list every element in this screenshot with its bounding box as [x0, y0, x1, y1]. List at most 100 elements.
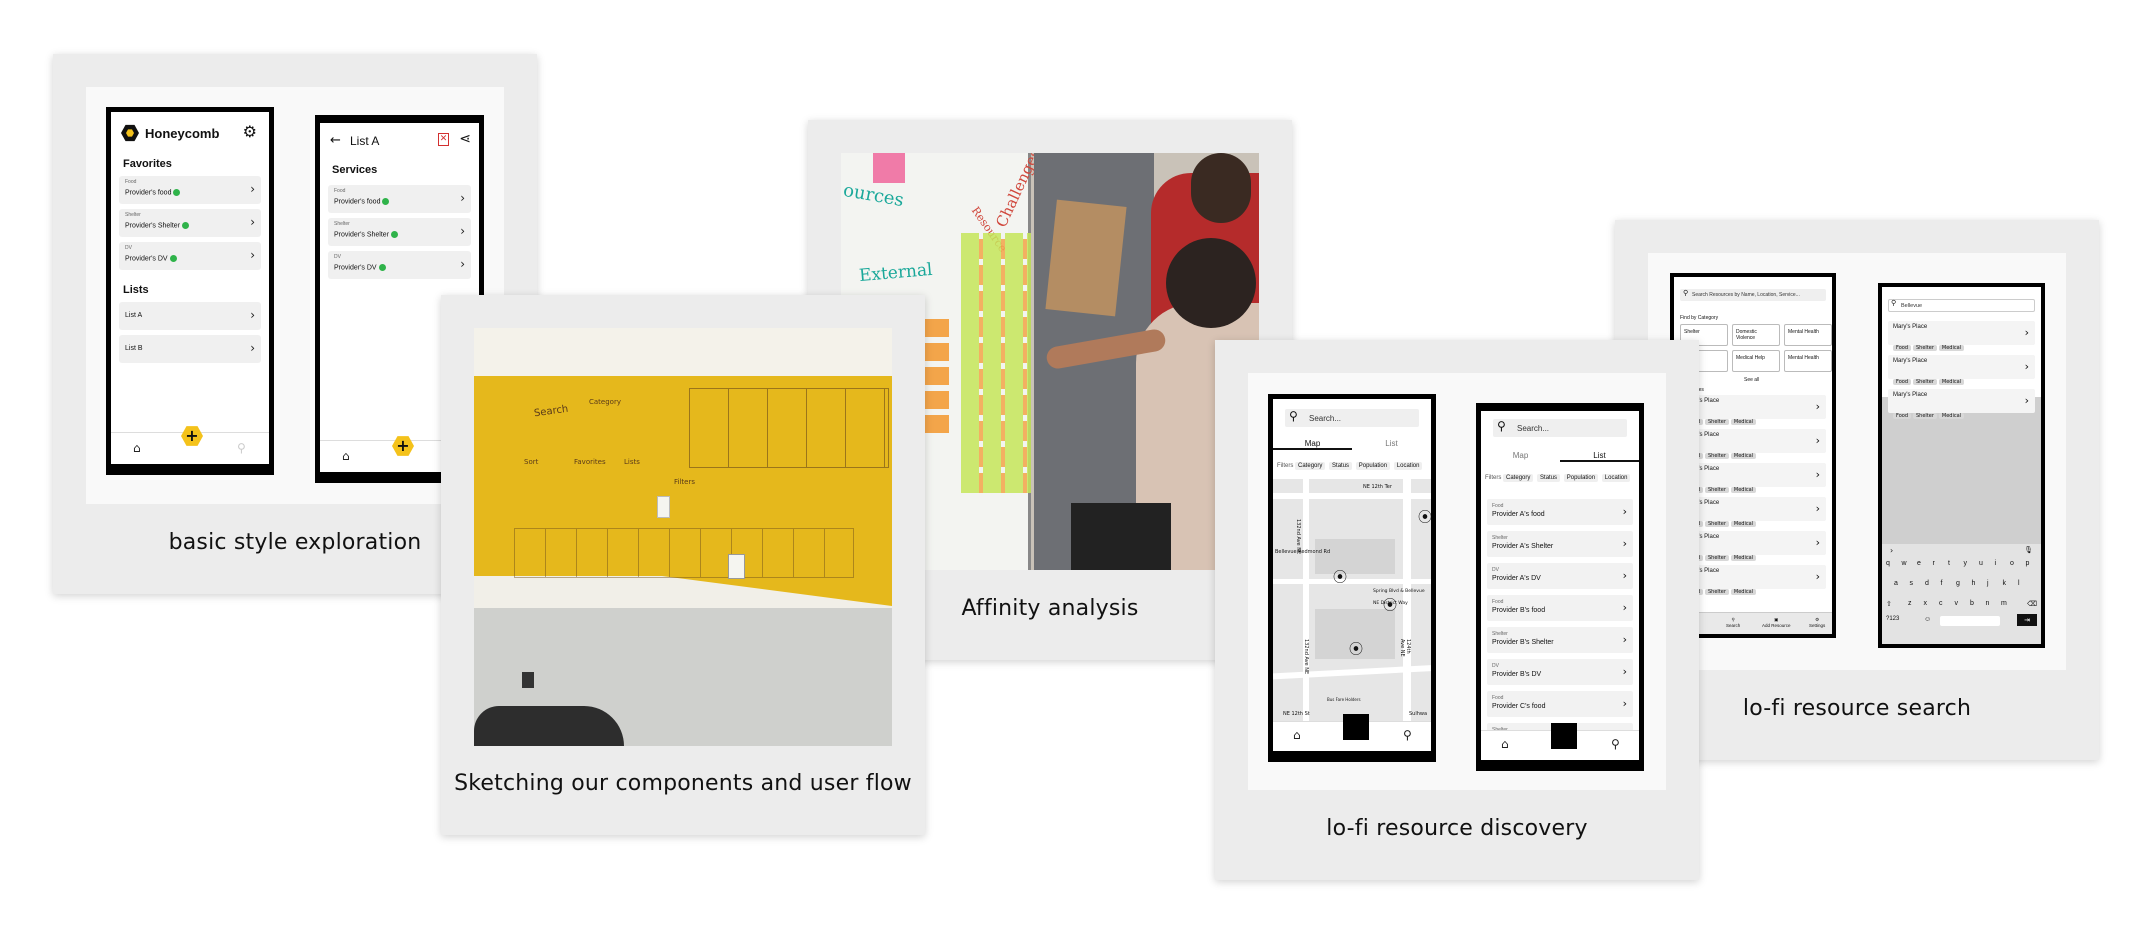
share-icon[interactable]: ⋖ — [459, 131, 471, 147]
search-input[interactable]: Search... — [1493, 419, 1627, 437]
search-query-input[interactable]: Bellevue — [1888, 299, 2035, 312]
search-icon[interactable]: ⚲ — [1611, 737, 1620, 751]
keyboard-key[interactable]: e — [1917, 560, 1921, 567]
map-pin-icon[interactable]: ⦿ — [1418, 510, 1431, 526]
keyboard-key[interactable]: w — [1901, 560, 1907, 567]
keyboard-key[interactable]: u — [1979, 560, 1983, 567]
keyboard-key[interactable]: p — [2025, 560, 2030, 567]
search-input[interactable]: Search Resources by Name, Location, Serv… — [1680, 289, 1826, 301]
search-input[interactable]: Search... — [1285, 409, 1419, 427]
keyboard-key[interactable]: o — [2010, 560, 2014, 567]
filter-category[interactable]: Category — [1503, 474, 1534, 482]
center-nav-block[interactable] — [1551, 723, 1577, 749]
add-button[interactable]: + — [181, 426, 203, 446]
list-item[interactable]: List B› — [119, 335, 261, 363]
keyboard-chevron-icon[interactable]: › — [1890, 546, 1894, 555]
keyboard-key[interactable]: b — [1970, 600, 1974, 607]
keyboard-key[interactable]: q — [1886, 560, 1890, 567]
search-icon[interactable]: ⚲ — [1403, 728, 1412, 742]
nav-add-resource[interactable]: ▣Add Resource — [1762, 617, 1791, 628]
home-icon[interactable]: ⌂ — [342, 449, 350, 463]
filter-location[interactable]: Location — [1393, 462, 1423, 470]
category-button[interactable]: Medical Help — [1732, 350, 1780, 372]
center-nav-block[interactable] — [1343, 714, 1369, 740]
filter-population[interactable]: Population — [1355, 462, 1391, 470]
category-button[interactable]: Mental Health — [1784, 324, 1832, 346]
map-pin-icon[interactable]: ⦿ — [1383, 598, 1397, 614]
tab-list[interactable]: List — [1385, 439, 1398, 448]
keyboard-key[interactable]: k — [2002, 580, 2007, 587]
tab-list[interactable]: List — [1560, 451, 1639, 462]
nav-search[interactable]: ⚲Search — [1726, 617, 1741, 628]
home-icon[interactable]: ⌂ — [133, 441, 141, 455]
keyboard-key[interactable]: s — [1909, 580, 1914, 587]
emoji-key[interactable]: ☺ — [1924, 616, 1932, 623]
delete-icon[interactable]: ✕ — [438, 133, 449, 146]
map-pin-icon[interactable]: ⦿ — [1349, 642, 1363, 658]
microphone-icon[interactable]: 🎙 — [2024, 546, 2033, 554]
keyboard-key[interactable]: i — [1994, 560, 1997, 567]
home-icon[interactable]: ⌂ — [1293, 728, 1301, 742]
add-button[interactable]: + — [392, 436, 414, 456]
keyboard-key[interactable]: t — [1948, 560, 1950, 567]
filter-status[interactable]: Status — [1537, 474, 1561, 482]
keyboard-key[interactable]: f — [1940, 580, 1943, 587]
category-button[interactable]: Domestic Violence — [1732, 324, 1780, 346]
search-icon[interactable]: ⚲ — [237, 441, 246, 455]
keyboard-key[interactable]: n — [1985, 600, 1990, 607]
nav-settings[interactable]: ⚙Settings — [1809, 617, 1826, 628]
see-all-link[interactable]: See all — [1744, 377, 1760, 383]
keyboard-key[interactable]: g — [1956, 580, 1960, 587]
keyboard-key[interactable]: l — [2018, 580, 2020, 587]
keyboard-key[interactable]: r — [1932, 560, 1935, 567]
keyboard-key[interactable]: h — [1971, 580, 1976, 587]
back-arrow-icon[interactable]: ← — [330, 133, 341, 148]
keyboard-key[interactable]: m — [2001, 600, 2007, 607]
keyboard-key[interactable]: z — [1908, 600, 1912, 607]
filter-category[interactable]: Category — [1295, 462, 1326, 470]
gear-icon[interactable]: ⚙ — [242, 122, 257, 141]
map-pin-icon[interactable]: ⦿ — [1333, 570, 1347, 586]
tab-map[interactable]: Map — [1512, 451, 1529, 460]
keyboard-key[interactable]: c — [1939, 600, 1943, 607]
keyboard-key[interactable]: d — [1925, 580, 1929, 587]
backspace-key[interactable]: ⌫ — [2027, 601, 2037, 608]
keyboard-key[interactable]: x — [1923, 600, 1928, 607]
shift-key[interactable]: ⇧ — [1886, 601, 1892, 608]
filter-population[interactable]: Population — [1563, 474, 1599, 482]
filter-status[interactable]: Status — [1329, 462, 1353, 470]
enter-key[interactable]: ⇥ — [2017, 614, 2037, 626]
keyboard-key[interactable]: y — [1963, 560, 1968, 567]
category-button[interactable]: Mental Health — [1784, 350, 1832, 372]
keyboard-key[interactable]: j — [1987, 580, 1989, 587]
tab-map[interactable]: Map — [1273, 439, 1352, 450]
map-view[interactable]: NE 12th Ter 132nd Ave NE Bellevue Redmon… — [1273, 479, 1431, 724]
home-icon[interactable]: ⌂ — [1501, 737, 1509, 751]
keyboard-key[interactable]: v — [1954, 600, 1959, 607]
space-bar[interactable] — [1940, 616, 2000, 626]
keyboard-key[interactable]: a — [1894, 580, 1898, 587]
filter-location[interactable]: Location — [1601, 474, 1631, 482]
mode-key[interactable]: ?123 — [1886, 616, 1900, 622]
